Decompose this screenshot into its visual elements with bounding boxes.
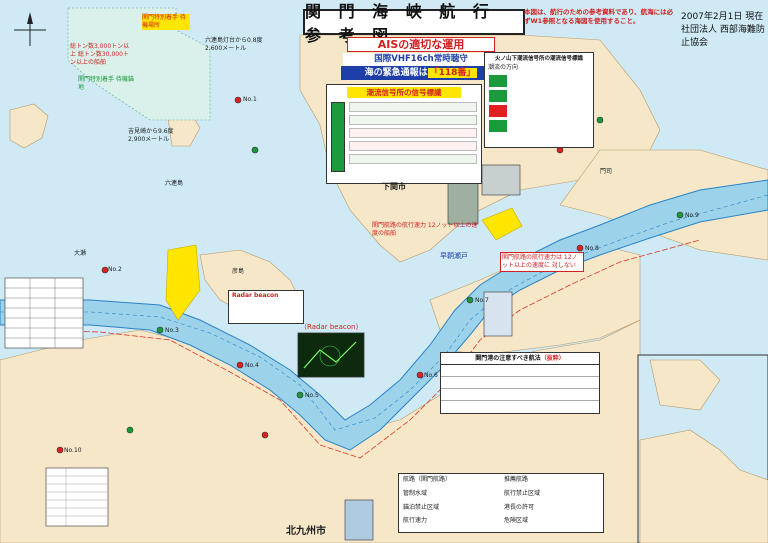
legend-item-6: 港長の許可	[504, 503, 535, 511]
buoy-label-5: No.5	[305, 392, 319, 399]
tower-photo	[483, 291, 513, 337]
warning-note: 本図は、航行のための参考資料であり、航海には必ずW1参照となる海図を使用すること…	[524, 8, 674, 25]
emergency-prefix: 海の緊急通報は	[364, 68, 428, 78]
note-speed-2: 関門航路の航行速力は 12ノット以上の速度に 対しない	[500, 252, 584, 272]
note-tanker: 総トン数3,000トン以上 総トン数30,000トン以上の船舶	[70, 43, 130, 66]
legend-item-5: 錨泊禁止区域	[403, 503, 440, 511]
note-yoshimi: 吉見崎から9.6度 2,900メートル	[128, 128, 174, 143]
buoy-label-8: No.8	[585, 245, 599, 252]
signal-light-icon	[331, 102, 345, 172]
note-shin: 早鞆瀬戸	[440, 252, 468, 260]
island-left	[9, 103, 49, 149]
legend-item-7: 航行速力	[403, 517, 428, 525]
inset-land	[639, 429, 768, 543]
signals-panel: 潮流信号所の信号標識	[326, 84, 482, 184]
place-daisho: 大瀬	[74, 250, 87, 257]
notice-title: 関門港の注意すべき航法（抜粋）	[475, 355, 565, 362]
legend-panel: 航路（関門航路） 推薦航路 管制水域 航行禁止区域 錨泊禁止区域 港長の許可 航…	[398, 473, 604, 533]
anchorage-area	[67, 7, 211, 121]
signals-title: 潮流信号所の信号標識	[347, 87, 461, 98]
legend-item-2: 推薦航路	[504, 476, 529, 483]
recommended-route	[19, 239, 701, 459]
radar-beacon-image	[297, 332, 365, 378]
note-anchorage: 関門特別着手 待機錨地	[78, 76, 134, 91]
notice-subtitle: （抜粋）	[540, 355, 565, 362]
compass-icon	[14, 12, 46, 46]
place-mutsure: 六連島	[165, 180, 184, 187]
bridge-photo	[481, 164, 521, 196]
legend-item-4: 航行禁止区域	[504, 489, 541, 497]
station-panel: 火ノ山下潮流信号所の潮流信号標識 潮流の方向	[484, 52, 594, 148]
date-publisher: 2007年2月1日 現在 社団法人 西部海難防止協会	[681, 11, 768, 50]
channel-centerline	[0, 194, 768, 431]
note-sea-area: 関門特別着手 待機場所	[142, 14, 190, 30]
buoy-label-2: No.2	[108, 266, 122, 273]
radar-title: （Radar beacon）	[300, 323, 363, 331]
legend-item-8: 危険区域	[504, 517, 529, 525]
buoy-label-10: No.10	[64, 447, 82, 454]
legend-item-1: 航路（関門航路）	[403, 476, 452, 483]
control-zone-west	[165, 244, 201, 321]
radar-panel: Radar beacon	[228, 290, 304, 324]
buoy-label-4: No.4	[245, 362, 259, 369]
buoy-label-1: No.1	[243, 96, 257, 103]
date-label: 2007年2月1日 現在	[681, 12, 764, 22]
place-shimonoseki: 下関市	[382, 182, 406, 191]
berth-table	[4, 277, 84, 349]
emergency-notice: 海の緊急通報は「118番」	[341, 66, 501, 80]
page-title: 関 門 海 峡 航 行 参 考 図	[303, 2, 525, 45]
note-speed-1: 関門航路の航行速力 12ノット以上の速度の船舶	[372, 222, 478, 237]
publisher-label: 社団法人 西部海難防止協会	[681, 25, 765, 48]
place-moji: 門司	[600, 168, 613, 175]
buoy-label-9: No.9	[685, 212, 699, 219]
emergency-number: 「118番」	[427, 68, 478, 78]
place-kitakyushu: 北九州市	[286, 526, 326, 537]
station-title: 火ノ山下潮流信号所の潮流信号標識	[494, 56, 583, 62]
radar-label: Radar beacon	[232, 292, 279, 299]
control-zone-east	[481, 207, 523, 241]
channel	[0, 179, 768, 451]
signal-station-photo	[447, 179, 479, 225]
current-direction-label: 潮流の方向	[488, 64, 519, 71]
buoy-table	[45, 467, 109, 527]
notice-panel: 関門港の注意すべき航法（抜粋）	[440, 352, 600, 414]
buoy-label-6: No.6	[424, 372, 438, 379]
ais-heading: AISの適切な運用	[347, 37, 495, 52]
buoy-set	[56, 96, 684, 454]
buoy-label-7: No.7	[475, 297, 489, 304]
lighthouse-photo	[344, 499, 374, 541]
legend-item-3: 管制水域	[403, 489, 428, 497]
inset-land-2	[649, 359, 721, 411]
vhf-notice: 国際VHF16ch常時聴守	[343, 53, 499, 66]
place-hikoshima: 彦島	[232, 268, 245, 275]
buoy-label-3: No.3	[165, 327, 179, 334]
note-rokuren: 六連島灯台から0.8度 2,600メートル	[205, 37, 263, 52]
